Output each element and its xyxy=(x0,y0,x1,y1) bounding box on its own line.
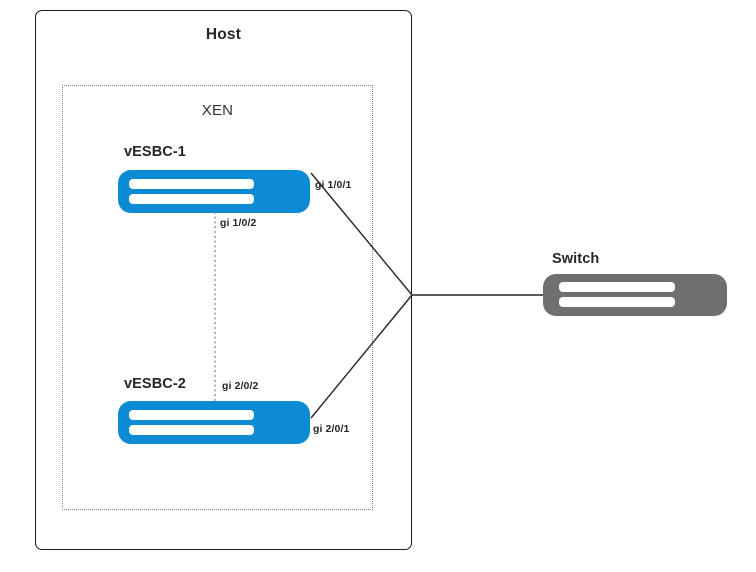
port-label-gi-1-0-2: gi 1/0/2 xyxy=(220,217,257,229)
port-label-gi-2-0-2: gi 2/0/2 xyxy=(222,380,259,392)
node-switch[interactable] xyxy=(543,274,727,316)
device-slot-bar xyxy=(129,194,254,204)
node-label-vesbc-1: vESBC-1 xyxy=(124,144,186,160)
xen-container xyxy=(62,85,373,510)
device-slot-bar xyxy=(559,282,675,292)
node-label-switch: Switch xyxy=(552,251,600,267)
port-label-gi-2-0-1: gi 2/0/1 xyxy=(313,423,350,435)
node-label-vesbc-2: vESBC-2 xyxy=(124,376,186,392)
device-slot-bar xyxy=(129,179,254,189)
device-slot-bar xyxy=(129,410,254,420)
node-vesbc-1[interactable] xyxy=(118,170,310,213)
host-title: Host xyxy=(205,26,242,43)
port-label-gi-1-0-1: gi 1/0/1 xyxy=(315,179,352,191)
node-vesbc-2[interactable] xyxy=(118,401,310,444)
xen-title: XEN xyxy=(201,102,234,119)
device-slot-bar xyxy=(559,297,675,307)
device-slot-bar xyxy=(129,425,254,435)
